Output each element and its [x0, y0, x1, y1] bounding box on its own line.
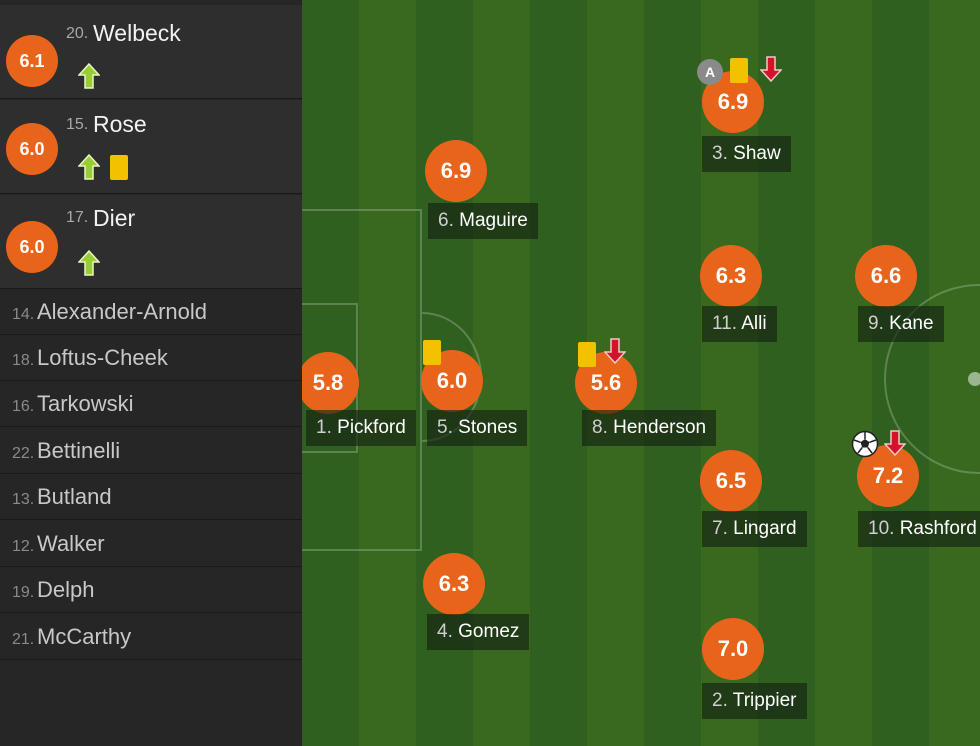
player-rating: 6.9 — [425, 140, 487, 202]
player-rating: 6.0 — [6, 123, 58, 175]
player-rating: 6.3 — [423, 553, 485, 615]
player-number: 3. — [712, 143, 728, 164]
player-number: 18. — [12, 352, 35, 369]
yellow-card-icon — [730, 58, 748, 83]
player-name: Lingard — [733, 518, 797, 539]
player-label: 11. Alli — [702, 306, 777, 342]
player-name: Alli — [741, 313, 767, 334]
player-label: 5. Stones — [427, 410, 528, 446]
player-number: 17. — [66, 209, 89, 226]
player-number: 15. — [66, 116, 89, 133]
captain-icon: A — [697, 59, 723, 85]
player-number: 6. — [438, 210, 454, 231]
player-number: 14. — [12, 306, 35, 323]
player-number: 11. — [712, 313, 738, 334]
player-number: 16. — [12, 398, 35, 415]
player-number: 5. — [437, 417, 453, 438]
yellow-card-icon — [110, 154, 128, 180]
yellow-card-icon — [578, 342, 596, 367]
substitute-row-rose[interactable]: 6.0 15. Rose — [0, 100, 302, 194]
player-name: Stones — [458, 417, 518, 438]
substitute-row-welbeck[interactable]: 6.1 20. Welbeck — [0, 5, 302, 99]
player-label: 1. Pickford — [306, 410, 416, 446]
player-name: Shaw — [733, 143, 781, 164]
player-number: 22. — [12, 445, 35, 462]
player-name: Tarkowski — [37, 391, 134, 416]
bench-row[interactable]: 14. Alexander-Arnold — [0, 289, 302, 335]
sub-out-arrow-icon — [760, 56, 782, 82]
bench-row[interactable]: 22. Bettinelli — [0, 428, 302, 474]
player-name: Rashford — [899, 518, 977, 539]
player-number: 2. — [712, 690, 728, 711]
sub-out-arrow-icon — [884, 430, 906, 456]
player-number: 20. — [66, 25, 89, 42]
player-name: Loftus-Cheek — [37, 345, 168, 370]
player-number: 4. — [437, 621, 453, 642]
player-number: 1. — [316, 417, 332, 438]
bench-row[interactable]: 21. McCarthy — [0, 614, 302, 660]
sub-in-arrow-icon — [78, 154, 100, 180]
player-label: 3. Shaw — [702, 136, 791, 172]
player-rating: 6.6 — [855, 245, 917, 307]
yellow-card-icon — [423, 340, 441, 365]
player-rating: 6.3 — [700, 245, 762, 307]
sub-in-arrow-icon — [78, 63, 100, 89]
bench-row[interactable]: 18. Loftus-Cheek — [0, 335, 302, 381]
player-number: 13. — [12, 491, 35, 508]
bench-row[interactable]: 16. Tarkowski — [0, 381, 302, 427]
player-label: 7. Lingard — [702, 511, 807, 547]
player-name: Pickford — [337, 417, 406, 438]
bench-row[interactable]: 13. Butland — [0, 474, 302, 520]
player-label: 6. Maguire — [428, 203, 538, 239]
player-number: 7. — [712, 518, 728, 539]
center-spot — [968, 372, 980, 386]
player-name: Delph — [37, 577, 95, 602]
player-rating: 6.5 — [700, 450, 762, 512]
player-number: 19. — [12, 584, 35, 601]
player-rating: 5.8 — [302, 352, 359, 414]
substitute-row-dier[interactable]: 6.0 17. Dier — [0, 195, 302, 289]
lineup-sidebar: 6.1 20. Welbeck 6.0 15. Rose 6.0 17. Die… — [0, 0, 302, 746]
player-number: 10. — [868, 518, 895, 539]
player-name: Dier — [93, 205, 136, 231]
player-name: Walker — [37, 531, 105, 556]
player-name: Welbeck — [93, 20, 181, 46]
player-name: Maguire — [459, 210, 528, 231]
player-label: 9. Kane — [858, 306, 944, 342]
player-name: Butland — [37, 484, 112, 509]
player-name: Alexander-Arnold — [37, 299, 207, 324]
player-rating: 6.1 — [6, 35, 58, 87]
sub-in-arrow-icon — [78, 250, 100, 276]
bench-row[interactable]: 12. Walker — [0, 521, 302, 567]
player-number: 12. — [12, 538, 35, 555]
sub-out-arrow-icon — [604, 338, 626, 364]
player-number: 9. — [868, 313, 884, 334]
player-rating: 7.0 — [702, 618, 764, 680]
player-number: 8. — [592, 417, 608, 438]
player-name: Henderson — [613, 417, 707, 438]
player-label: 10. Rashford — [858, 511, 980, 547]
player-name: Kane — [889, 313, 934, 334]
football-pitch: 6.9 3. Shaw A 6.9 6. Maguire 6.3 11. All… — [302, 0, 980, 746]
player-name: McCarthy — [37, 624, 132, 649]
player-rating: 6.0 — [6, 221, 58, 273]
player-name: Trippier — [732, 690, 797, 711]
player-number: 21. — [12, 631, 35, 648]
goal-ball-icon — [851, 430, 879, 458]
player-label: 2. Trippier — [702, 683, 807, 719]
player-name: Bettinelli — [37, 438, 121, 463]
player-name: Gomez — [458, 621, 520, 642]
player-name: Rose — [93, 111, 147, 137]
player-label: 4. Gomez — [427, 614, 530, 650]
bench-row[interactable]: 19. Delph — [0, 567, 302, 613]
player-label: 8. Henderson — [582, 410, 717, 446]
